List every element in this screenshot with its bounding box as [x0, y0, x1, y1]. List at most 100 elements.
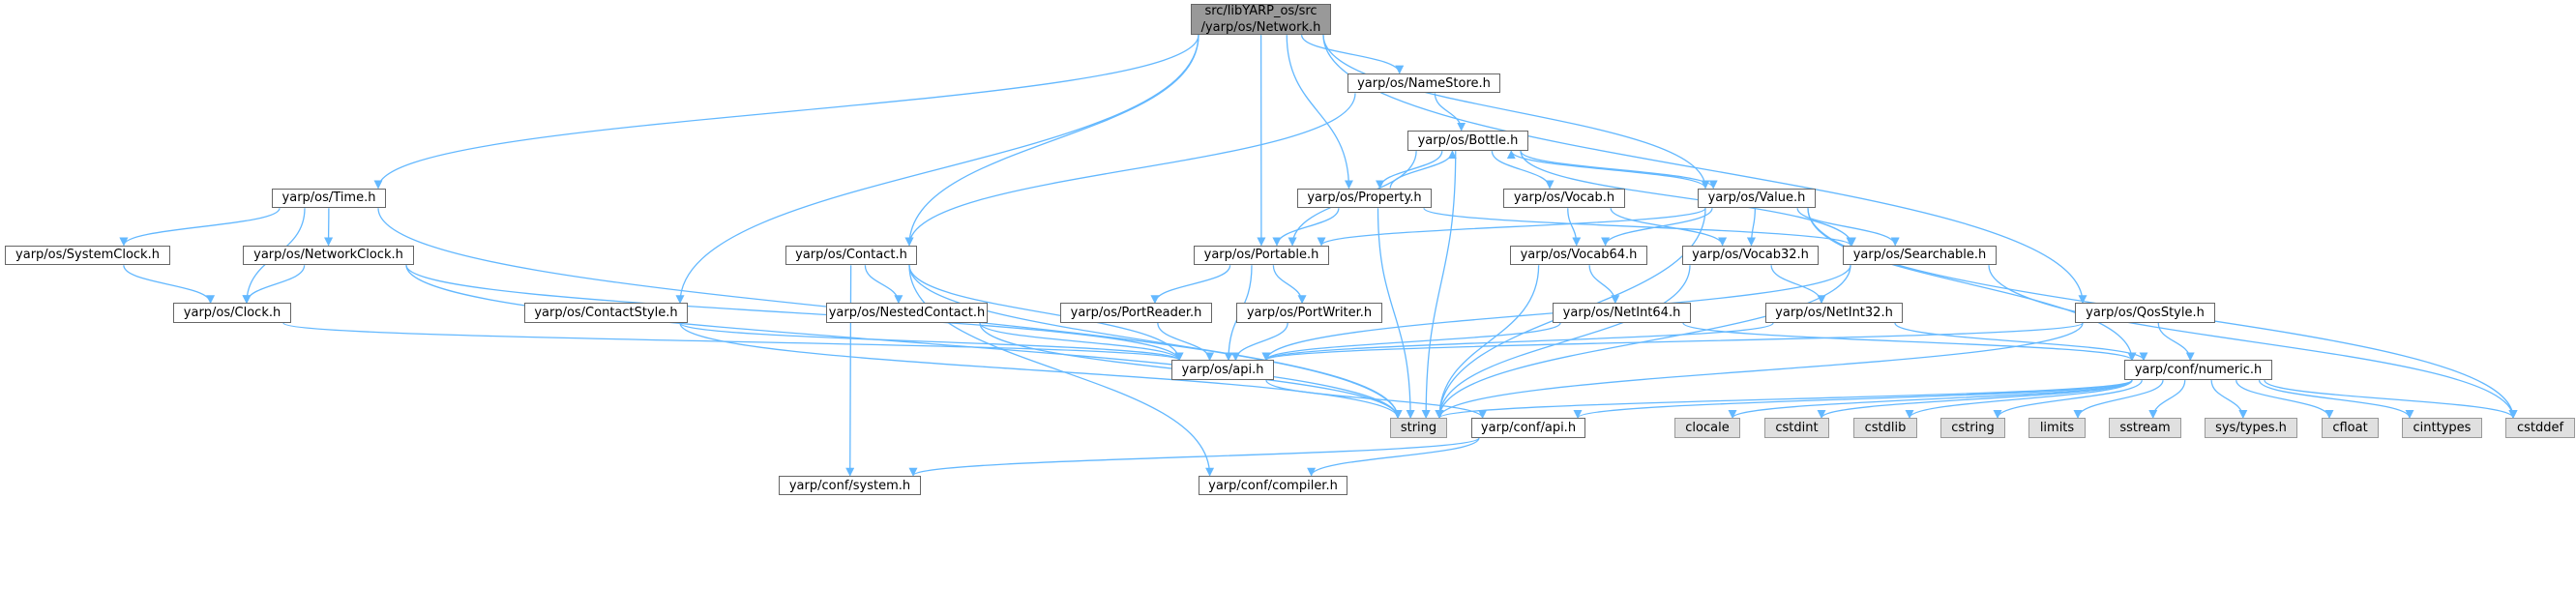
edge-qosstyle-to-string — [1435, 322, 2084, 420]
node-label: yarp/os/NestedContact.h — [829, 305, 986, 321]
node-portable[interactable]: yarp/os/Portable.h — [1194, 245, 1329, 266]
node-netint64[interactable]: yarp/os/NetInt64.h — [1553, 303, 1691, 323]
node-cstring[interactable]: cstring — [1940, 418, 2005, 438]
edge-qosstyle-to-osapi — [1261, 322, 2084, 362]
edge-netint32-to-numeric — [1894, 322, 2148, 362]
node-nestedcontact[interactable]: yarp/os/NestedContact.h — [826, 303, 988, 323]
node-contact[interactable]: yarp/os/Contact.h — [785, 245, 917, 266]
node-time[interactable]: yarp/os/Time.h — [272, 188, 386, 209]
node-limits[interactable]: limits — [2028, 418, 2086, 438]
node-bottle[interactable]: yarp/os/Bottle.h — [1407, 130, 1528, 152]
node-compiler[interactable]: yarp/conf/compiler.h — [1199, 475, 1347, 496]
edge-portable-to-portreader — [1150, 265, 1231, 305]
node-contactstyle[interactable]: yarp/os/ContactStyle.h — [524, 303, 688, 323]
node-portwriter[interactable]: yarp/os/PortWriter.h — [1236, 303, 1382, 323]
node-network[interactable]: src/libYARP_os/src/yarp/os/Network.h — [1191, 3, 1331, 36]
edge-numeric-to-systypes — [2210, 380, 2248, 420]
edge-numeric-to-limits — [2073, 379, 2164, 420]
node-cinttypes[interactable]: cinttypes — [2402, 418, 2482, 438]
node-vocab[interactable]: yarp/os/Vocab.h — [1503, 188, 1625, 209]
node-clock[interactable]: yarp/os/Clock.h — [173, 303, 291, 323]
edge-time-to-systemclock — [119, 207, 281, 247]
node-cstdint[interactable]: cstdint — [1764, 418, 1829, 438]
edge-network-to-contactstyle — [675, 35, 1199, 305]
node-label-text-2: /yarp/os/Network.h — [1200, 20, 1321, 36]
node-label: cstdlib — [1865, 420, 1907, 436]
edge-contact-to-nestedcontact — [864, 265, 903, 305]
edge-vocab64-to-netint64 — [1588, 265, 1620, 305]
node-systemclock[interactable]: yarp/os/SystemClock.h — [5, 245, 170, 266]
edge-portable-to-portwriter — [1272, 265, 1307, 305]
node-string[interactable]: string — [1390, 418, 1447, 438]
node-property[interactable]: yarp/os/Property.h — [1297, 188, 1432, 209]
node-networkclock[interactable]: yarp/os/NetworkClock.h — [243, 245, 414, 266]
node-label: yarp/os/NameStore.h — [1357, 75, 1491, 92]
node-label: yarp/conf/api.h — [1481, 420, 1576, 436]
node-label: yarp/os/QosStyle.h — [2086, 305, 2205, 321]
node-label-text: yarp/conf/system.h — [788, 478, 911, 493]
node-label-text: yarp/os/PortReader.h — [1070, 306, 1202, 321]
node-label-text: yarp/os/Searchable.h — [1852, 248, 1987, 263]
node-label: yarp/os/Vocab64.h — [1521, 247, 1638, 263]
edge-portwriter-to-osapi — [1230, 322, 1288, 362]
edge-contact-to-compiler — [908, 265, 1215, 477]
node-label-text: yarp/os/Bottle.h — [1417, 132, 1519, 148]
node-vocab32[interactable]: yarp/os/Vocab32.h — [1682, 245, 1819, 266]
node-label: yarp/conf/numeric.h — [2135, 362, 2263, 378]
node-netint32[interactable]: yarp/os/NetInt32.h — [1765, 303, 1903, 323]
edge-numeric-to-clocale — [1728, 379, 2133, 420]
node-label-text: yarp/os/NestedContact.h — [828, 306, 986, 321]
node-sstream[interactable]: sstream — [2109, 418, 2181, 438]
node-label: src/libYARP_os/src/yarp/os/Network.h — [1201, 3, 1321, 36]
edge-netint64-to-osapi — [1261, 322, 1561, 362]
node-system[interactable]: yarp/conf/system.h — [779, 475, 921, 496]
edge-value-to-vocab64 — [1601, 207, 1713, 247]
node-systypes[interactable]: sys/types.h — [2205, 418, 2297, 438]
node-cfloat[interactable]: cfloat — [2322, 418, 2379, 438]
node-label-text: cfloat — [2332, 420, 2368, 435]
node-label-text: yarp/os/Portable.h — [1203, 248, 1319, 263]
node-portreader[interactable]: yarp/os/PortReader.h — [1060, 303, 1212, 323]
node-label-text: yarp/os/PortWriter.h — [1246, 306, 1373, 321]
node-label-text: yarp/conf/compiler.h — [1208, 478, 1338, 493]
edge-property-to-string — [1377, 208, 1415, 420]
edge-vocab-to-vocab32 — [1610, 207, 1728, 247]
node-label-text: cinttypes — [2413, 420, 2472, 435]
node-searchable[interactable]: yarp/os/Searchable.h — [1843, 245, 1997, 266]
node-label-text: yarp/os/Property.h — [1307, 191, 1422, 206]
node-label-text: yarp/os/Vocab32.h — [1692, 248, 1809, 263]
node-numeric[interactable]: yarp/conf/numeric.h — [2124, 360, 2272, 381]
node-label: yarp/os/Time.h — [282, 190, 376, 206]
edge-searchable-to-cstddef — [1988, 265, 2518, 420]
edge-namestore-to-contact — [904, 93, 1356, 247]
node-confapi[interactable]: yarp/conf/api.h — [1471, 418, 1585, 438]
edge-vocab-to-vocab64 — [1567, 208, 1582, 247]
node-label: yarp/os/Portable.h — [1204, 247, 1319, 263]
edge-property-to-searchable — [1423, 207, 1855, 247]
node-label: yarp/conf/system.h — [789, 478, 910, 494]
node-vocab64[interactable]: yarp/os/Vocab64.h — [1510, 245, 1647, 266]
node-label: cstddef — [2517, 420, 2563, 436]
node-label: yarp/os/Contact.h — [795, 247, 907, 263]
edge-value-to-portable — [1317, 207, 1706, 247]
node-label: yarp/os/NetInt64.h — [1563, 305, 1681, 321]
node-label: limits — [2040, 420, 2074, 436]
node-label-text: yarp/os/Vocab.h — [1513, 191, 1615, 206]
edge-nestedcontact-to-osapi — [979, 322, 1184, 362]
node-label-text: yarp/os/NetInt64.h — [1562, 306, 1681, 321]
edge-numeric-to-cfloat — [2235, 379, 2334, 420]
node-osapi[interactable]: yarp/os/api.h — [1171, 360, 1274, 381]
node-cstddef[interactable]: cstddef — [2505, 418, 2575, 438]
node-value[interactable]: yarp/os/Value.h — [1698, 188, 1816, 209]
node-label: sstream — [2119, 420, 2170, 436]
node-cstdlib[interactable]: cstdlib — [1853, 418, 1917, 438]
node-label: cinttypes — [2413, 420, 2472, 436]
node-label-text: yarp/os/NetworkClock.h — [253, 248, 403, 263]
node-clocale[interactable]: clocale — [1674, 418, 1740, 438]
node-qosstyle[interactable]: yarp/os/QosStyle.h — [2075, 303, 2215, 323]
edge-clock-to-osapi — [282, 322, 1184, 362]
node-namestore[interactable]: yarp/os/NameStore.h — [1347, 73, 1500, 94]
node-label: yarp/conf/compiler.h — [1208, 478, 1338, 494]
edge-value-to-searchable — [1796, 207, 1900, 247]
node-label: yarp/os/NetInt32.h — [1775, 305, 1893, 321]
